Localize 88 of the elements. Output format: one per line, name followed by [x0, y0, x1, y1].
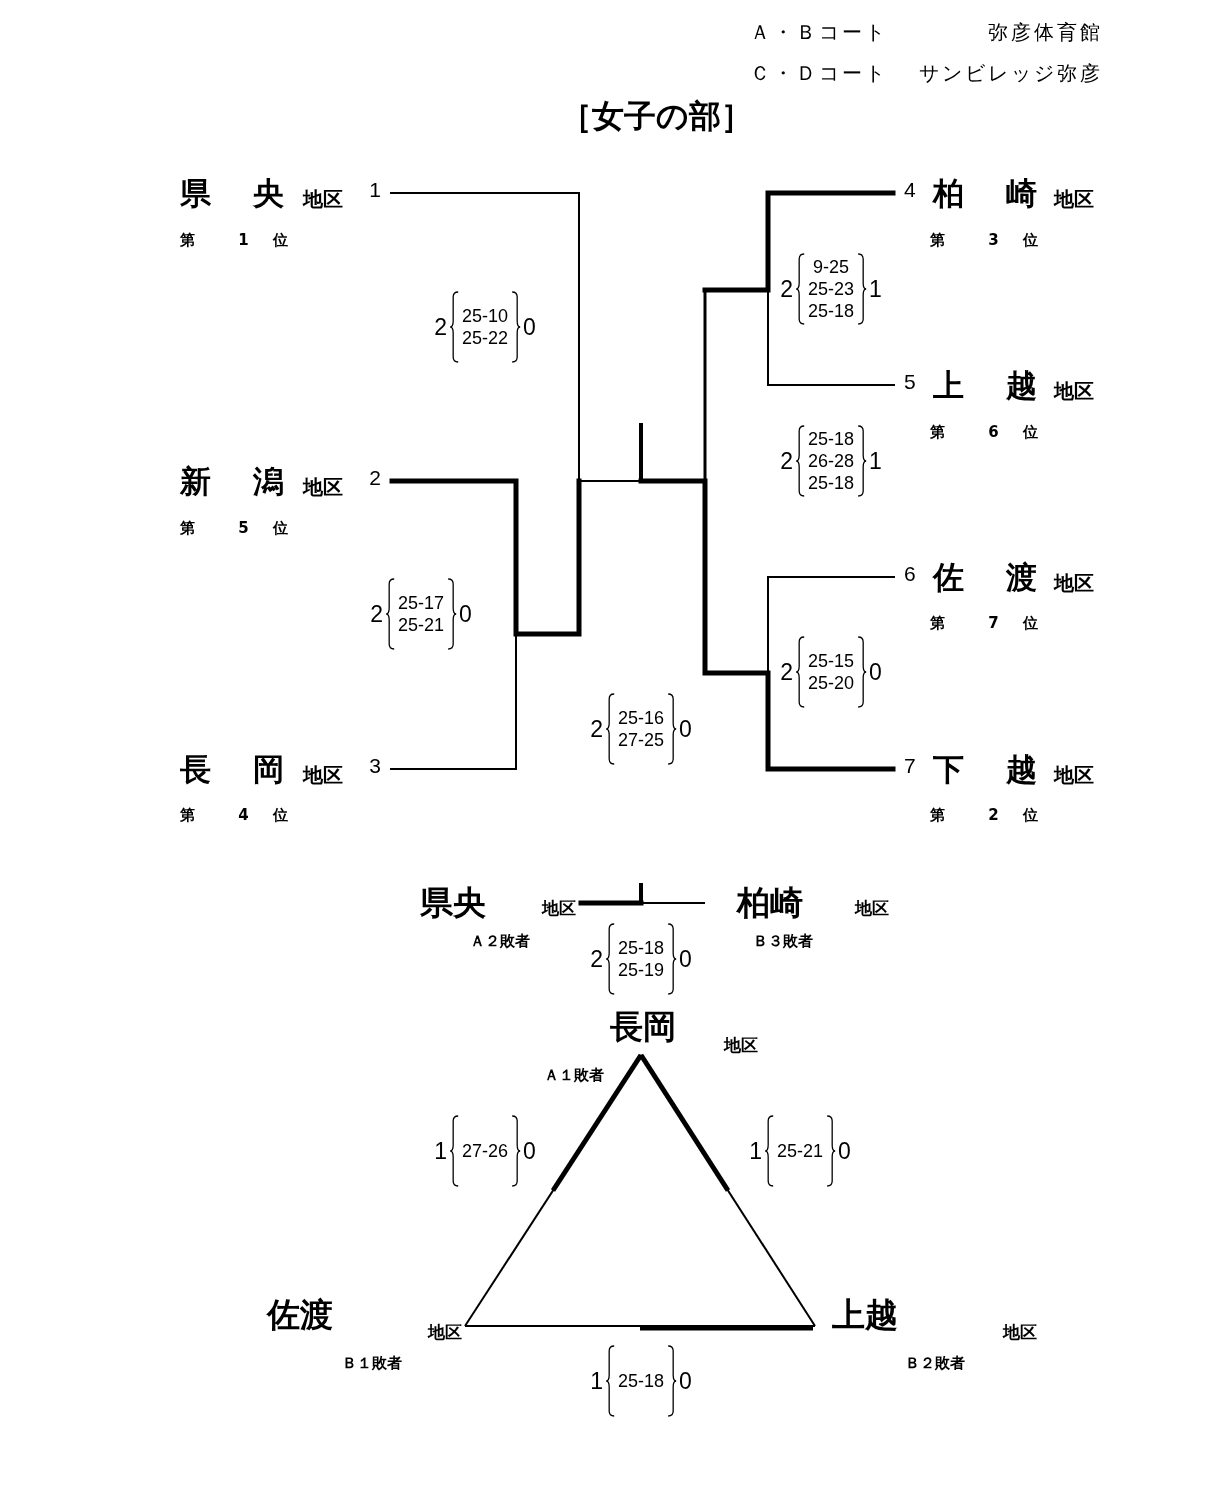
- set-count: 1: [434, 1138, 447, 1164]
- set-score: 27-25: [618, 729, 664, 751]
- set-score: 25-18: [808, 300, 854, 322]
- district-suffix: 地区: [303, 189, 343, 209]
- set-score: 25-18: [618, 937, 664, 959]
- set-score: 25-21: [398, 614, 444, 636]
- bracket-slot-label: Ｂ３敗者: [753, 932, 813, 950]
- district-name: 佐 渡: [932, 558, 1037, 597]
- district-suffix: 地区: [1053, 189, 1094, 209]
- set-score: 25-17: [398, 592, 444, 614]
- district-name: 上 越: [932, 366, 1037, 405]
- set-count: 1: [869, 276, 882, 302]
- district-name: 県央: [420, 883, 486, 923]
- set-count: 0: [523, 314, 536, 340]
- district-name: 新 潟: [180, 462, 284, 501]
- district-suffix: 地区: [1053, 381, 1094, 401]
- bracket-slot-label: Ｂ１敗者: [342, 1354, 402, 1372]
- bracket-slot-label: Ａ１敗者: [544, 1066, 604, 1084]
- set-score: 25-18: [618, 1370, 664, 1392]
- bracket-slot-label: Ａ２敗者: [470, 932, 530, 950]
- bracket-slot-label: Ｂ２敗者: [905, 1354, 965, 1372]
- rank-label: 第 7 位: [930, 613, 1038, 633]
- seed-number: 3: [369, 754, 381, 778]
- set-count: 1: [749, 1138, 762, 1164]
- district-name: 長 岡: [180, 750, 284, 789]
- set-score: 9-25: [813, 256, 849, 278]
- rank-label: 第 6 位: [930, 422, 1038, 442]
- set-count: 0: [679, 946, 692, 972]
- set-score: 25-18: [808, 428, 854, 450]
- court-label: Ａ・Ｂコート: [750, 20, 888, 44]
- triangle-side: [464, 1325, 816, 1327]
- district-name: 柏 崎: [932, 174, 1037, 213]
- set-count: 2: [434, 314, 447, 340]
- district-suffix: 地区: [855, 898, 889, 918]
- seed-number: 1: [369, 178, 381, 202]
- district-suffix: 地区: [303, 765, 343, 785]
- set-count: 2: [780, 448, 793, 474]
- venue-label: サンビレッジ弥彦: [919, 61, 1103, 85]
- set-score: 26-28: [808, 450, 854, 472]
- set-count: 2: [590, 716, 603, 742]
- set-score: 25-15: [808, 650, 854, 672]
- district-name: 佐渡: [267, 1296, 333, 1334]
- district-name: 柏崎: [737, 883, 803, 923]
- set-count: 2: [780, 276, 793, 302]
- district-name: 県 央: [180, 174, 284, 213]
- rank-label: 第 4 位: [180, 805, 288, 825]
- set-score: 25-10: [462, 305, 508, 327]
- set-count: 0: [679, 1368, 692, 1394]
- set-count: 0: [459, 601, 472, 627]
- set-score: 25-16: [618, 707, 664, 729]
- rank-label: 第 3 位: [930, 230, 1038, 250]
- set-count: 2: [780, 659, 793, 685]
- set-score: 27-26: [462, 1140, 508, 1162]
- rank-label: 第 5 位: [180, 518, 288, 538]
- district-name: 長岡: [610, 1008, 676, 1046]
- set-count: 2: [370, 601, 383, 627]
- set-count: 0: [869, 659, 882, 685]
- seed-number: 5: [904, 370, 916, 394]
- district-suffix: 地区: [428, 1322, 462, 1342]
- set-score: 25-21: [777, 1140, 823, 1162]
- set-score: 25-18: [808, 472, 854, 494]
- set-count: 2: [590, 946, 603, 972]
- district-suffix: 地区: [542, 898, 576, 918]
- district-suffix: 地区: [303, 477, 343, 497]
- seed-number: 2: [369, 466, 381, 490]
- district-name: 下 越: [932, 750, 1037, 789]
- venue-label: 弥彦体育館: [988, 20, 1103, 44]
- set-count: 1: [590, 1368, 603, 1394]
- seed-number: 6: [904, 562, 916, 586]
- set-score: 25-20: [808, 672, 854, 694]
- set-score: 25-23: [808, 278, 854, 300]
- set-count: 0: [679, 716, 692, 742]
- set-score: 25-22: [462, 327, 508, 349]
- district-suffix: 地区: [1053, 573, 1094, 593]
- district-suffix: 地区: [724, 1035, 758, 1055]
- district-name: 上越: [832, 1296, 898, 1334]
- set-count: 0: [838, 1138, 851, 1164]
- seed-number: 4: [904, 178, 916, 202]
- district-suffix: 地区: [1003, 1322, 1037, 1342]
- rank-label: 第 2 位: [930, 805, 1038, 825]
- court-label: Ｃ・Ｄコート: [750, 61, 888, 85]
- district-suffix: 地区: [1053, 765, 1094, 785]
- set-count: 0: [523, 1138, 536, 1164]
- rank-label: 第 1 位: [180, 230, 288, 250]
- title: ［女子の部］: [560, 96, 753, 136]
- seed-number: 7: [904, 754, 916, 778]
- set-score: 25-19: [618, 959, 664, 981]
- set-count: 1: [869, 448, 882, 474]
